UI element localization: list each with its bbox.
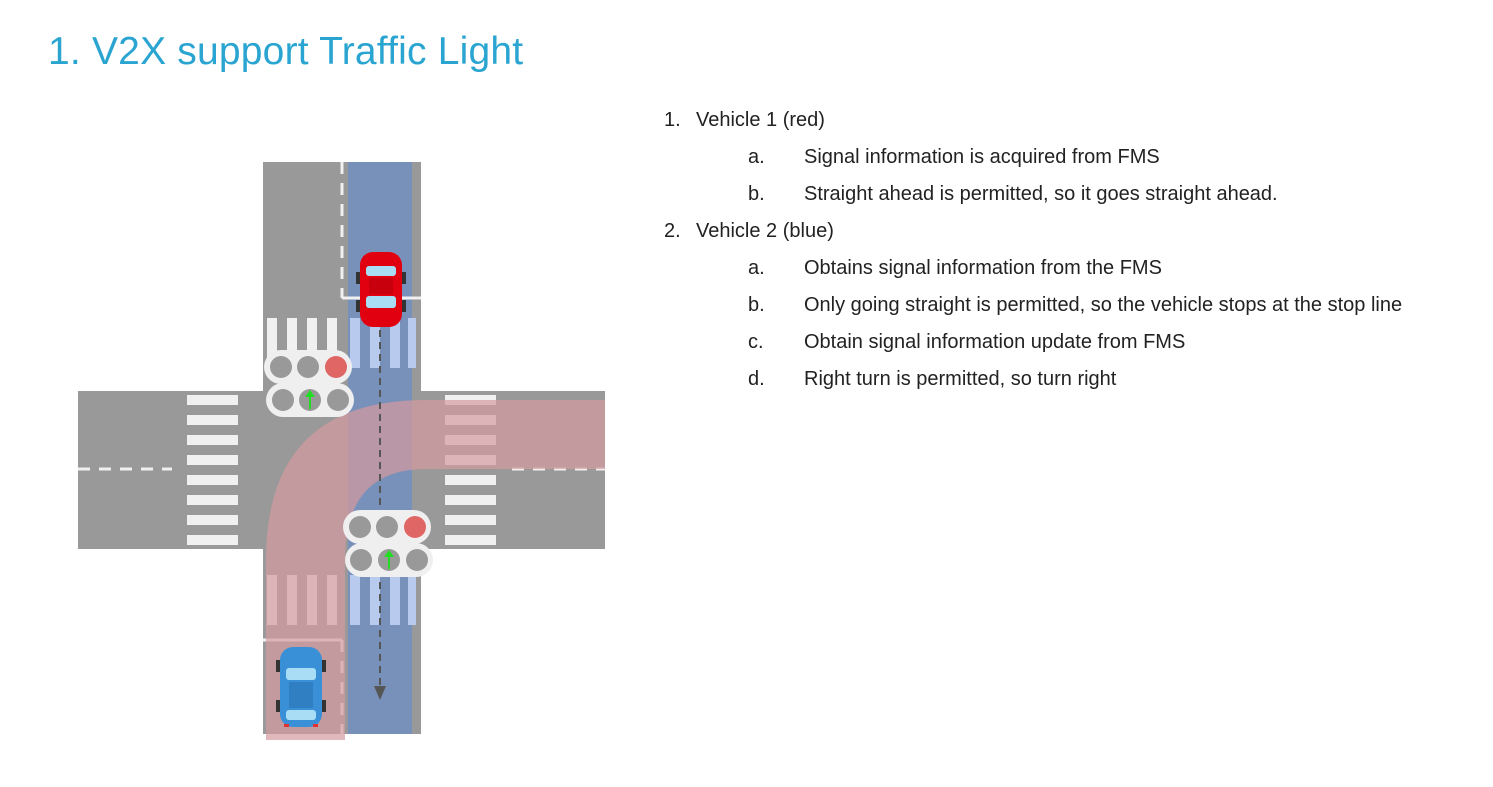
substep-text: Obtain signal information update from FM… [804,331,1186,353]
step-number: 2. [664,220,681,242]
vehicle-2-blue-car [276,647,326,727]
page-title: 1. V2X support Traffic Light [48,30,524,73]
step-label: Vehicle 2 (blue) [696,220,834,242]
straight-arrow-icon [384,550,394,569]
substep-letter: b. [748,183,765,205]
substep-text: Obtains signal information from the FMS [804,257,1162,279]
vehicle-1-red-car [356,252,406,327]
substep-letter: b. [748,294,765,316]
substep-letter: a. [748,257,765,279]
crosswalk-west [187,395,238,545]
substep-letter: c. [748,331,764,353]
substep-text: Straight ahead is permitted, so it goes … [804,183,1278,205]
straight-arrow-icon [305,390,315,409]
substep-text: Only going straight is permitted, so the… [804,294,1403,316]
signal-red-light [404,516,426,538]
crosswalk-north [267,318,416,368]
substep-text: Right turn is permitted, so turn right [804,368,1117,390]
straight-arrow-path [374,330,386,700]
substep-text: Signal information is acquired from FMS [804,146,1160,168]
step-number: 1. [664,109,681,131]
substep-letter: d. [748,368,765,390]
traffic-signal-north [264,350,354,417]
intersection-diagram [78,162,605,740]
substep-letter: a. [748,146,765,168]
vehicle-2-path [266,400,605,740]
step-label: Vehicle 1 (red) [696,109,825,131]
signal-red-light [325,356,347,378]
traffic-signal-south [343,510,433,577]
